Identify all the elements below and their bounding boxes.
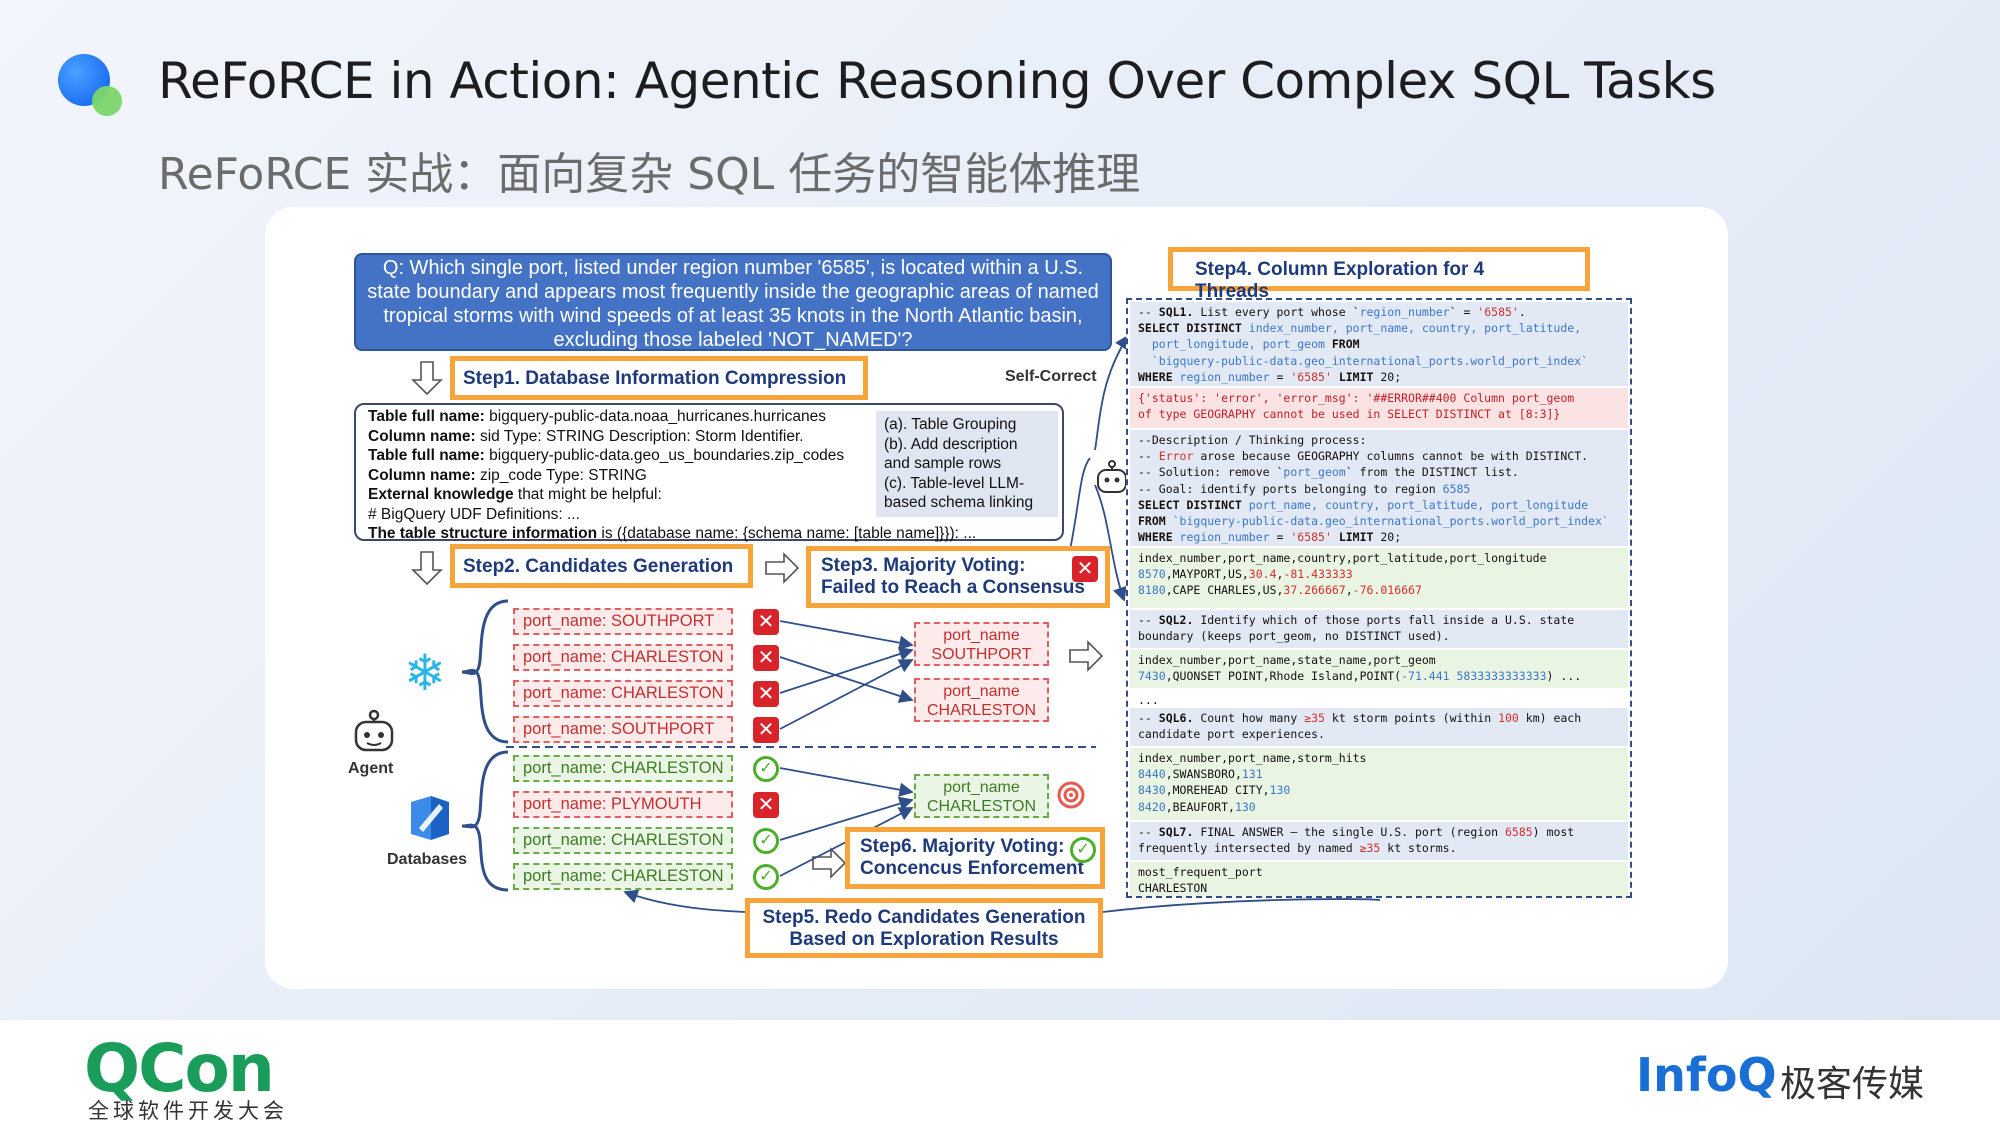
cross-icon: ✕ (753, 609, 779, 635)
db-method-item: (a). Table Grouping (884, 416, 1017, 433)
agent-label: Agent (348, 760, 394, 777)
check-icon: ✓ (753, 828, 779, 854)
db-method-item: and sample rows (884, 455, 1002, 472)
cross-icon: ✕ (1072, 556, 1098, 582)
check-icon: ✓ (1070, 837, 1096, 863)
qcon-logo: QCon (84, 1030, 275, 1107)
bigquery-icon (411, 796, 449, 840)
exploration-code-panel: -- SQL1. List every port whose `region_n… (1126, 298, 1632, 898)
databases-label: Databases (387, 851, 468, 868)
db-info-line: # BigQuery UDF Definitions: ... (368, 505, 580, 523)
target-icon (1057, 781, 1085, 809)
candidate-item: port_name: SOUTHPORT (513, 716, 733, 743)
db-info-line: Column name: zip_code Type: STRING (368, 466, 647, 484)
cross-icon: ✕ (753, 792, 779, 818)
snowflake-icon: ❄ (404, 645, 446, 701)
down-arrow-icon (411, 361, 443, 396)
step3-label: Step3. Majority Voting: (821, 555, 1026, 576)
cross-icon: ✕ (753, 681, 779, 707)
slide-subtitle: ReFoRCE 实战：面向复杂 SQL 任务的智能体推理 (158, 149, 1141, 200)
db-methods-box: (a). Table Grouping (b). Add description… (876, 411, 1058, 517)
candidate-item: port_name: CHARLESTON (513, 755, 733, 782)
candidate-item: port_name: CHARLESTON (513, 827, 733, 854)
db-method-item: (c). Table-level LLM- (884, 474, 1025, 492)
right-arrow-icon (812, 847, 847, 879)
candidate-item: port_name: CHARLESTON (513, 680, 733, 707)
step3-box: Step3. Majority Voting: Failed to Reach … (806, 546, 1110, 608)
thinking-block: --Description / Thinking process: -- Err… (1130, 430, 1628, 546)
step2-box: Step2. Candidates Generation (450, 544, 753, 588)
db-method-item: based schema linking (884, 494, 1034, 511)
right-arrow-icon (1069, 640, 1104, 672)
down-arrow-icon (411, 551, 443, 586)
step4-box: Step4. Column Exploration for 4 Threads (1168, 247, 1590, 302)
db-info-line: The table structure information is ({dat… (368, 525, 977, 542)
candidate-item: port_name: SOUTHPORT (513, 608, 733, 635)
result-block: index_number,port_name,state_name,port_g… (1130, 650, 1628, 688)
step4-label: Step4. Column Exploration for 4 Threads (1195, 259, 1485, 302)
step5-sublabel: Based on Exploration Results (789, 929, 1059, 950)
sql2-block: -- SQL2. Identify which of those ports f… (1130, 610, 1628, 648)
step6-label: Step6. Majority Voting: (860, 836, 1065, 857)
db-info-line: Column name: sid Type: STRING Descriptio… (368, 427, 804, 445)
final-answer-block: most_frequent_port CHARLESTON (1130, 862, 1628, 896)
step5-box: Step5. Redo Candidates Generation Based … (745, 898, 1103, 958)
step5-label: Step5. Redo Candidates Generation (762, 907, 1086, 928)
right-arrow-icon (765, 552, 800, 584)
step2-label: Step2. Candidates Generation (463, 556, 734, 577)
self-correct-label: Self-Correct (1005, 368, 1097, 385)
robot-icon (354, 709, 394, 752)
step1-box: Step1. Database Information Compression (450, 356, 868, 400)
candidate-item: port_name: CHARLESTON (513, 644, 733, 671)
infoq-logo: InfoQ (1636, 1048, 1777, 1102)
db-info-line: Table full name: bigquery-public-data.ge… (368, 447, 845, 464)
jike-media-logo: 极客传媒 (1780, 1064, 1925, 1105)
db-info-line: External knowledge that might be helpful… (368, 486, 662, 503)
check-icon: ✓ (753, 864, 779, 890)
robot-icon (1097, 460, 1127, 493)
result-block: index_number,port_name,storm_hits 8440,S… (1130, 748, 1628, 820)
db-info-line: Table full name: bigquery-public-data.no… (368, 408, 827, 425)
step1-label: Step1. Database Information Compression (463, 368, 847, 389)
sql6-block: -- SQL6. Count how many ≥35 kt storm poi… (1130, 708, 1628, 746)
result-block: index_number,port_name,country,port_lati… (1130, 548, 1628, 608)
qcon-subtitle: 全球软件开发大会 (88, 1099, 288, 1123)
footer-background (0, 1020, 2000, 1129)
logo-dot-accent-icon (92, 86, 122, 116)
candidate-item: port_name: PLYMOUTH (513, 791, 733, 818)
question-box: Q: Which single port, listed under regio… (354, 253, 1112, 351)
step6-box: Step6. Majority Voting: Concencus Enforc… (845, 827, 1105, 889)
slide-title: ReFoRCE in Action: Agentic Reasoning Ove… (158, 52, 1716, 110)
cross-icon: ✕ (753, 645, 779, 671)
sql7-block: -- SQL7. FINAL ANSWER – the single U.S. … (1130, 822, 1628, 860)
db-method-item: (b). Add description (884, 435, 1018, 453)
ellipsis-line: ... (1138, 693, 1159, 707)
step3-sublabel: Failed to Reach a Consensus (821, 577, 1085, 598)
candidate-item: port_name: CHARLESTON (513, 863, 733, 890)
step6-sublabel: Concencus Enforcement (860, 858, 1084, 879)
cross-icon: ✕ (753, 717, 779, 743)
sql1-block: -- SQL1. List every port whose `region_n… (1130, 302, 1628, 386)
error-block: {'status': 'error', 'error_msg': '##ERRO… (1130, 388, 1628, 428)
check-icon: ✓ (753, 756, 779, 782)
